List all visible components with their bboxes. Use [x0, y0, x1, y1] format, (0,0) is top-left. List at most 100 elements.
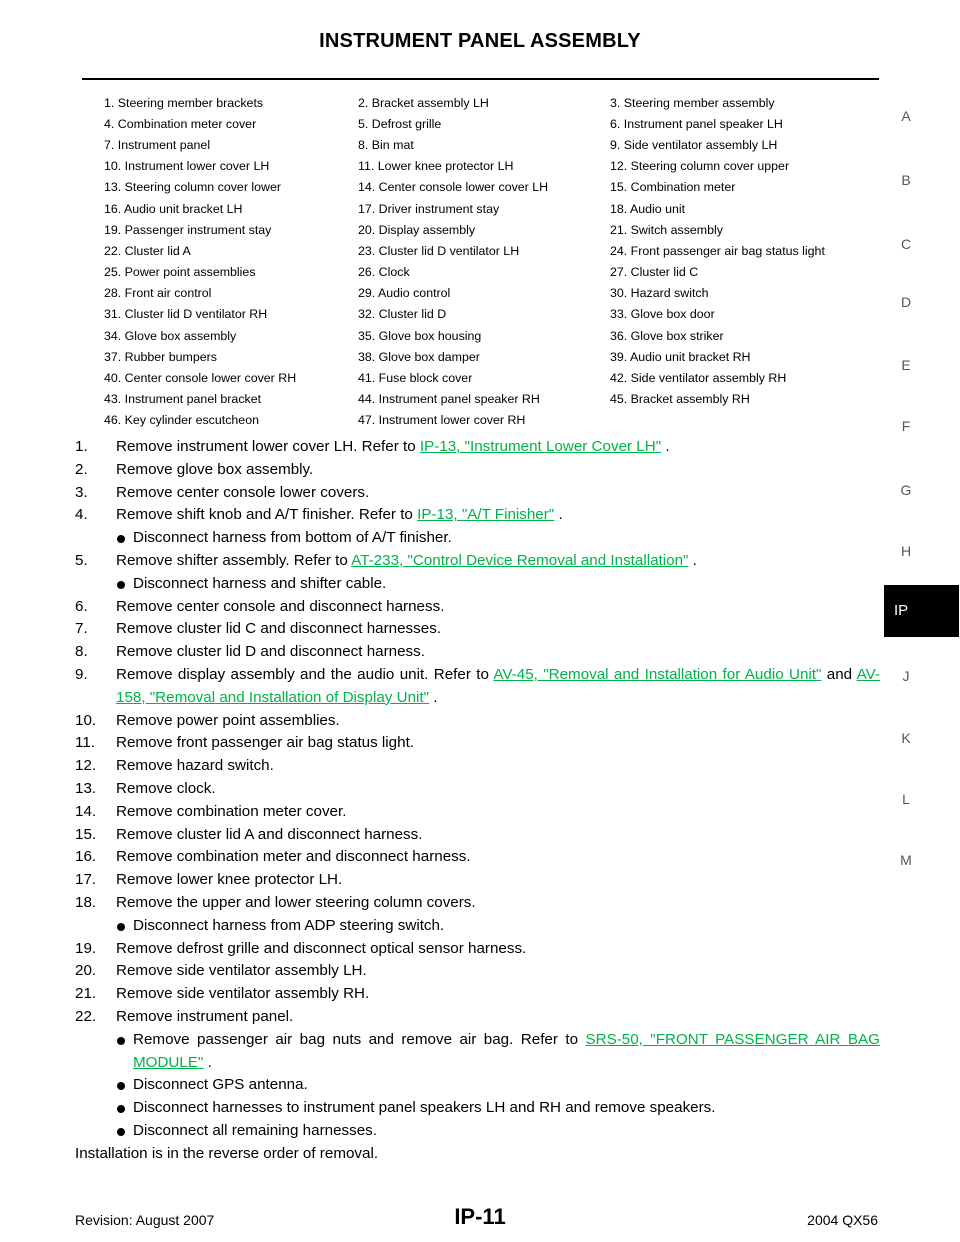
step-4-bullet: Disconnect harness from bottom of A/T fi…	[75, 527, 880, 550]
legend-item: 24. Front passenger air bag status light	[610, 243, 825, 258]
legend-item: 39. Audio unit bracket RH	[610, 349, 751, 364]
step-18: 18.Remove the upper and lower steering c…	[75, 893, 476, 911]
step-3: 3.Remove center console lower covers.	[75, 483, 370, 501]
section-tab-c[interactable]: C	[900, 236, 912, 252]
legend-item: 23. Cluster lid D ventilator LH	[358, 243, 520, 258]
section-tab-index: A B C D E F G H J K L M	[884, 0, 959, 1242]
ref-link-av158[interactable]: AV-158, "Removal and Installation of Dis…	[116, 665, 880, 706]
bullet-dot-icon	[117, 1105, 125, 1114]
legend-item: 15. Combination meter	[610, 180, 736, 195]
step-16: 16.Remove combination meter and disconne…	[75, 848, 471, 866]
ref-link-srs50[interactable]: SRS-50, "FRONT PASSENGER AIR BAG MODULE"	[133, 1030, 880, 1071]
legend-row: 31. Cluster lid D ventilator RH 32. Clust…	[104, 304, 879, 325]
section-tab-active[interactable]: IP	[884, 585, 959, 637]
step-1: 1.Remove instrument lower cover LH. Refe…	[75, 438, 670, 455]
legend-item: 14. Center console lower cover LH	[358, 180, 549, 195]
ref-link-ip13-lower-cover[interactable]: IP-13, "Instrument Lower Cover LH"	[419, 438, 662, 455]
legend-item: 37. Rubber bumpers	[104, 349, 217, 364]
step-17: 17.Remove lower knee protector LH.	[75, 871, 343, 889]
legend-item: 21. Switch assembly	[610, 222, 723, 237]
legend-item: 44. Instrument panel speaker RH	[358, 392, 540, 407]
bullet-dot-icon	[117, 922, 125, 931]
legend-item: 22. Cluster lid A	[104, 243, 191, 258]
section-tab-m[interactable]: M	[900, 852, 912, 868]
step-22: 22.Remove instrument panel.	[75, 1007, 294, 1025]
legend-item: 46. Key cylinder escutcheon	[104, 413, 259, 428]
legend-item: 9. Side ventilator assembly LH	[610, 137, 778, 152]
section-tab-h[interactable]: H	[900, 543, 912, 559]
step-19: 19.Remove defrost grille and disconnect …	[75, 939, 527, 957]
step-2: 2.Remove glove box assembly.	[75, 460, 314, 478]
legend-item: 4. Combination meter cover	[104, 116, 257, 131]
legend-item: 43. Instrument panel bracket	[104, 392, 262, 407]
legend-item: 13. Steering column cover lower	[104, 180, 281, 195]
legend-item: 36. Glove box striker	[610, 328, 724, 343]
step-18-bullet: Disconnect harness from ADP steering swi…	[75, 915, 880, 938]
step-13: 13.Remove clock.	[75, 779, 216, 797]
legend-row: 22. Cluster lid A 23. Cluster lid D venti…	[104, 240, 879, 261]
step-15: 15.Remove cluster lid A and disconnect h…	[75, 825, 423, 843]
ref-link-ip13-at-finisher[interactable]: IP-13, "A/T Finisher"	[417, 506, 555, 524]
section-tab-g[interactable]: G	[900, 482, 912, 498]
bullet-dot-icon	[117, 1127, 125, 1136]
legend-row: 4. Combination meter cover 5. Defrost gri…	[104, 113, 879, 134]
bullet-dot-icon	[117, 580, 125, 589]
legend-item: 10. Instrument lower cover LH	[104, 159, 270, 174]
page-title: INSTRUMENT PANEL ASSEMBLY	[319, 30, 641, 52]
legend-item: 5. Defrost grille	[358, 116, 442, 131]
bullet-dot-icon	[117, 1036, 125, 1045]
closing-note: Installation is in the reverse order of …	[75, 1144, 379, 1162]
step-8: 8.Remove cluster lid D and disconnect ha…	[75, 643, 425, 661]
legend-item: 12. Steering column cover upper	[610, 159, 790, 174]
legend-item: 45. Bracket assembly RH	[610, 392, 750, 407]
legend-item: 3. Steering member assembly	[610, 95, 775, 110]
legend-item: 19. Passenger instrument stay	[104, 222, 272, 237]
legend-item: 32. Cluster lid D	[358, 307, 447, 322]
legend-row: 43. Instrument panel bracket 44. Instrume…	[104, 389, 879, 410]
ref-link-at233[interactable]: AT-233, "Control Device Removal and Inst…	[351, 551, 689, 569]
section-tab-b[interactable]: B	[901, 172, 911, 188]
footer-revision: Revision: August 2007	[75, 1212, 215, 1228]
step-21: 21.Remove side ventilator assembly RH.	[75, 985, 370, 1003]
legend-item: 25. Power point assemblies	[104, 265, 256, 280]
section-tab-e[interactable]: E	[901, 357, 911, 373]
section-tab-d[interactable]: D	[900, 294, 912, 310]
section-tab-j[interactable]: J	[902, 668, 910, 684]
section-tab-l[interactable]: L	[902, 791, 910, 807]
legend-item: 31. Cluster lid D ventilator RH	[104, 307, 268, 322]
section-tab-f[interactable]: F	[901, 418, 911, 434]
step-22-bullet-harnesses: Disconnect all remaining harnesses.	[75, 1120, 880, 1143]
legend-item: 8. Bin mat	[358, 137, 414, 152]
step-11: 11.Remove front passenger air bag status…	[75, 734, 415, 752]
step-14: 14.Remove combination meter cover.	[75, 802, 347, 820]
legend-item	[610, 410, 879, 431]
section-tab-a[interactable]: A	[901, 108, 911, 124]
legend-item: 42. Side ventilator assembly RH	[610, 371, 787, 386]
legend-item: 30. Hazard switch	[610, 286, 709, 301]
step-12: 12.Remove hazard switch.	[75, 757, 274, 775]
title-divider	[82, 78, 879, 80]
procedure-steps: 1.Remove instrument lower cover LH. Refe…	[75, 436, 880, 1166]
legend-item: 29. Audio control	[358, 286, 451, 301]
step-20: 20.Remove side ventilator assembly LH.	[75, 962, 367, 980]
bullet-dot-icon	[117, 535, 125, 544]
legend-item: 18. Audio unit	[610, 201, 686, 216]
step-6: 6.Remove center console and disconnect h…	[75, 597, 445, 615]
legend-item: 34. Glove box assembly	[104, 328, 237, 343]
bullet-dot-icon	[117, 1082, 125, 1091]
step-5-bullet: Disconnect harness and shifter cable.	[75, 573, 880, 596]
ref-link-av45[interactable]: AV-45, "Removal and Installation for Aud…	[493, 665, 822, 683]
footer-page-number: IP-11	[454, 1204, 506, 1229]
legend-item: 6. Instrument panel speaker LH	[610, 116, 783, 131]
step-7: 7.Remove cluster lid C and disconnect ha…	[75, 620, 442, 638]
legend-row: 13. Steering column cover lower 14. Cente…	[104, 177, 879, 198]
section-tab-k[interactable]: K	[901, 730, 911, 746]
